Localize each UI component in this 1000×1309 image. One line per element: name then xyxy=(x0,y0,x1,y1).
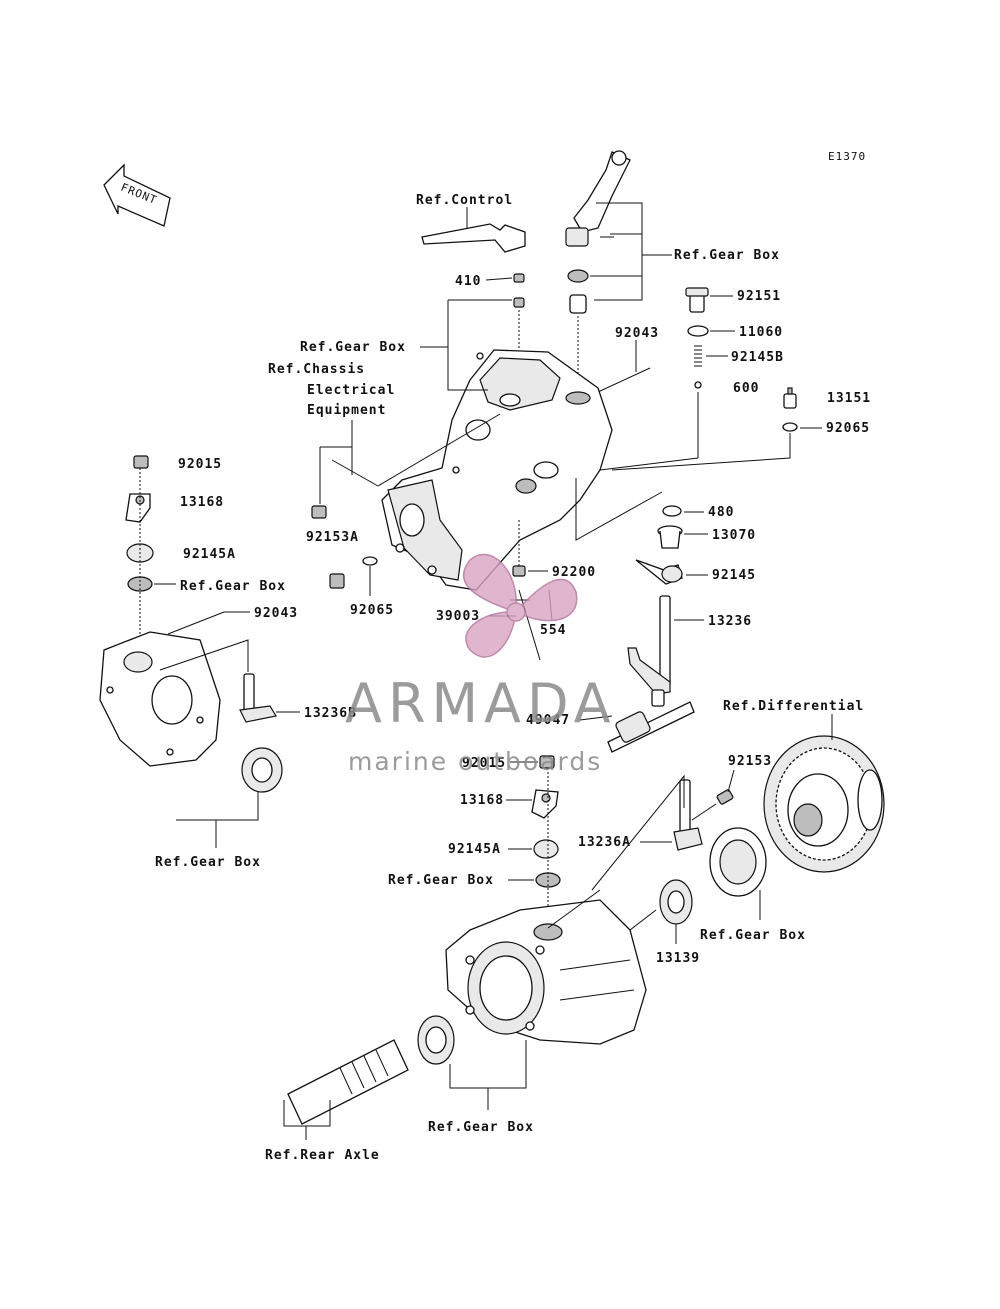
part-92153-bolt-icon xyxy=(716,789,734,805)
part-13236-shaft xyxy=(627,595,671,707)
label-92015-mid: 92015 xyxy=(462,756,506,771)
label-ref-rear-axle: Ref.Rear Axle xyxy=(265,1148,380,1163)
propeller-blade-3 xyxy=(465,611,517,658)
upper-gearbox-housing xyxy=(381,349,613,591)
shift-arm-part xyxy=(565,150,631,247)
label-13236: 13236 xyxy=(708,614,752,629)
part-410-nut-icon xyxy=(513,297,525,308)
label-92145b: 92145B xyxy=(731,350,784,365)
part-11060-washer-icon xyxy=(687,325,709,337)
part-92153a-bolt-icon xyxy=(311,505,327,519)
part-13070-bushing xyxy=(657,525,683,549)
watermark-subtitle: marine outboards xyxy=(348,747,602,776)
diagram-id: E1370 xyxy=(828,150,866,163)
label-11060: 11060 xyxy=(739,325,783,340)
left-gearbox-cover xyxy=(99,631,221,767)
label-92043-top: 92043 xyxy=(615,326,659,341)
part-13236a-shaft xyxy=(673,779,703,851)
front-arrow-icon: FRONT xyxy=(103,163,171,227)
part-13139-gear xyxy=(659,879,693,925)
label-ref-gear-box-housing: Ref.Gear Box xyxy=(300,340,406,355)
label-13151: 13151 xyxy=(827,391,871,406)
part-410-icon xyxy=(513,273,525,283)
control-bracket xyxy=(421,223,526,253)
watermark: ARMADA marine outboards xyxy=(345,553,617,776)
label-92145a-left: 92145A xyxy=(183,547,236,562)
part-bolt-lower-icon xyxy=(329,573,345,589)
part-13168-mid xyxy=(531,789,559,819)
label-92153: 92153 xyxy=(728,754,772,769)
label-13168-left: 13168 xyxy=(180,495,224,510)
label-ref-gear-box-bottom: Ref.Gear Box xyxy=(428,1120,534,1135)
part-seal-lower xyxy=(417,1015,455,1065)
propeller-blade-1 xyxy=(463,553,518,614)
part-92015-mid-icon xyxy=(539,755,555,769)
propeller-blade-2 xyxy=(514,578,578,622)
part-bearing-right xyxy=(709,827,767,897)
watermark-title: ARMADA xyxy=(345,672,617,735)
label-49047: 49047 xyxy=(526,713,570,728)
part-92200-icon xyxy=(512,565,526,577)
label-92043-left: 92043 xyxy=(254,606,298,621)
label-13236a: 13236A xyxy=(578,835,631,850)
part-600-ball-icon xyxy=(694,381,702,389)
label-92200: 92200 xyxy=(552,565,596,580)
part-92145b-spring-icon xyxy=(694,345,702,367)
label-ref-control: Ref.Control xyxy=(416,193,513,208)
label-ref-chassis-2: Electrical xyxy=(307,383,395,398)
part-13151-switch xyxy=(783,387,797,409)
label-92065-right: 92065 xyxy=(826,421,870,436)
label-13070: 13070 xyxy=(712,528,756,543)
part-92145a-mid-icon xyxy=(533,839,559,859)
label-ref-gear-box-lower-right: Ref.Gear Box xyxy=(700,928,806,943)
part-92145-spring xyxy=(635,559,683,585)
label-ref-chassis-1: Ref.Chassis xyxy=(268,362,365,377)
part-92151-plug xyxy=(685,287,709,313)
label-39003: 39003 xyxy=(436,609,480,624)
label-92153a: 92153A xyxy=(306,530,359,545)
differential-gear xyxy=(763,735,885,873)
label-ref-gear-box-left: Ref.Gear Box xyxy=(180,579,286,594)
part-49047-shift-rod xyxy=(607,701,695,753)
label-92145: 92145 xyxy=(712,568,756,583)
label-410: 410 xyxy=(455,274,481,289)
label-92151: 92151 xyxy=(737,289,781,304)
propeller-logo-icon xyxy=(463,553,578,658)
label-13236b: 13236B xyxy=(304,706,357,721)
label-92145a-mid: 92145A xyxy=(448,842,501,857)
label-ref-differential: Ref.Differential xyxy=(723,699,864,714)
part-480-ring-icon xyxy=(662,505,682,517)
label-ref-gear-box-lower-left: Ref.Gear Box xyxy=(155,855,261,870)
part-13236b-shaft xyxy=(239,673,277,723)
part-92065-mid-icon xyxy=(362,556,378,566)
part-92065-right-icon xyxy=(782,422,798,432)
part-collar-top-icon xyxy=(569,294,587,314)
label-480: 480 xyxy=(708,505,734,520)
part-92015-left-icon xyxy=(133,455,149,469)
label-600: 600 xyxy=(733,381,759,396)
label-92065-mid: 92065 xyxy=(350,603,394,618)
label-ref-gear-box-mid: Ref.Gear Box xyxy=(388,873,494,888)
part-bearing-top-icon xyxy=(567,269,589,283)
label-92015-left: 92015 xyxy=(178,457,222,472)
lower-gearbox-housing xyxy=(445,899,647,1045)
label-ref-chassis-3: Equipment xyxy=(307,403,386,418)
left-gear-hub xyxy=(241,747,283,793)
label-13168-mid: 13168 xyxy=(460,793,504,808)
rear-axle-shaft xyxy=(287,1039,409,1125)
label-ref-gear-box-top-right: Ref.Gear Box xyxy=(674,248,780,263)
part-13168-left xyxy=(125,493,151,523)
label-13139: 13139 xyxy=(656,951,700,966)
label-554: 554 xyxy=(540,623,566,638)
